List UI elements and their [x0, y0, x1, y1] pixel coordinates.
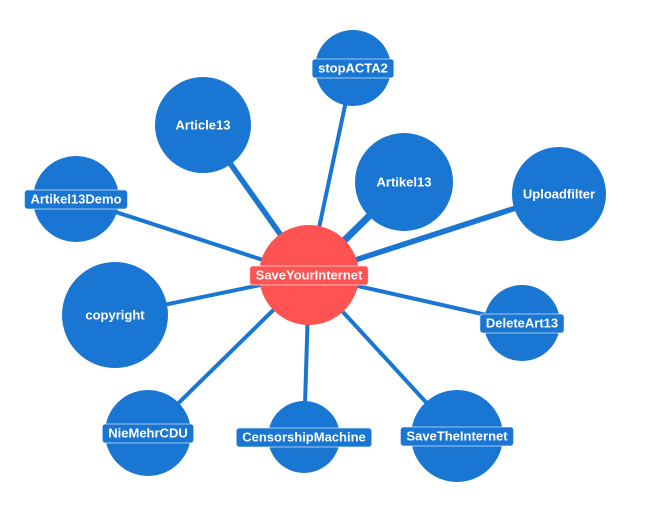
- node-label-background: [101, 423, 195, 444]
- node-deleteart13[interactable]: DeleteArt13: [479, 285, 565, 361]
- node-savetheinternet[interactable]: SaveTheInternet: [399, 390, 515, 482]
- node-center-saveyourinternet[interactable]: SaveYourInternet: [249, 225, 369, 325]
- node-label: Uploadfilter: [523, 187, 595, 202]
- node-label: SaveTheInternet: [406, 429, 508, 444]
- node-label: stopACTA2: [318, 61, 388, 76]
- node-label-background: [479, 313, 565, 334]
- node-label-background: [399, 426, 515, 447]
- node-circle[interactable]: [355, 133, 453, 231]
- node-stopacta2[interactable]: stopACTA2: [311, 30, 395, 106]
- node-artikel13[interactable]: Artikel13: [355, 133, 453, 231]
- node-label: DeleteArt13: [486, 316, 558, 331]
- node-label: Artikel13Demo: [30, 192, 121, 207]
- node-label: Article13: [176, 118, 231, 133]
- node-censorshipmachine[interactable]: CensorshipMachine: [235, 401, 373, 473]
- node-artikel13demo[interactable]: Artikel13Demo: [23, 156, 129, 242]
- node-label: SaveYourInternet: [256, 268, 363, 283]
- node-label: CensorshipMachine: [242, 430, 366, 445]
- node-circle[interactable]: [512, 147, 606, 241]
- node-label-background: [249, 265, 369, 286]
- node-label: Artikel13: [377, 175, 432, 190]
- node-circle[interactable]: [62, 262, 168, 368]
- node-label-background: [311, 58, 395, 79]
- node-copyright[interactable]: copyright: [62, 262, 168, 368]
- node-label-background: [235, 427, 373, 448]
- node-label: copyright: [85, 308, 145, 323]
- node-niemehrcdu[interactable]: NieMehrCDU: [101, 390, 195, 476]
- node-circle[interactable]: [155, 77, 251, 173]
- node-uploadfilter[interactable]: Uploadfilter: [512, 147, 606, 241]
- node-article13[interactable]: Article13: [155, 77, 251, 173]
- node-label: NieMehrCDU: [108, 426, 187, 441]
- node-label-background: [23, 189, 129, 210]
